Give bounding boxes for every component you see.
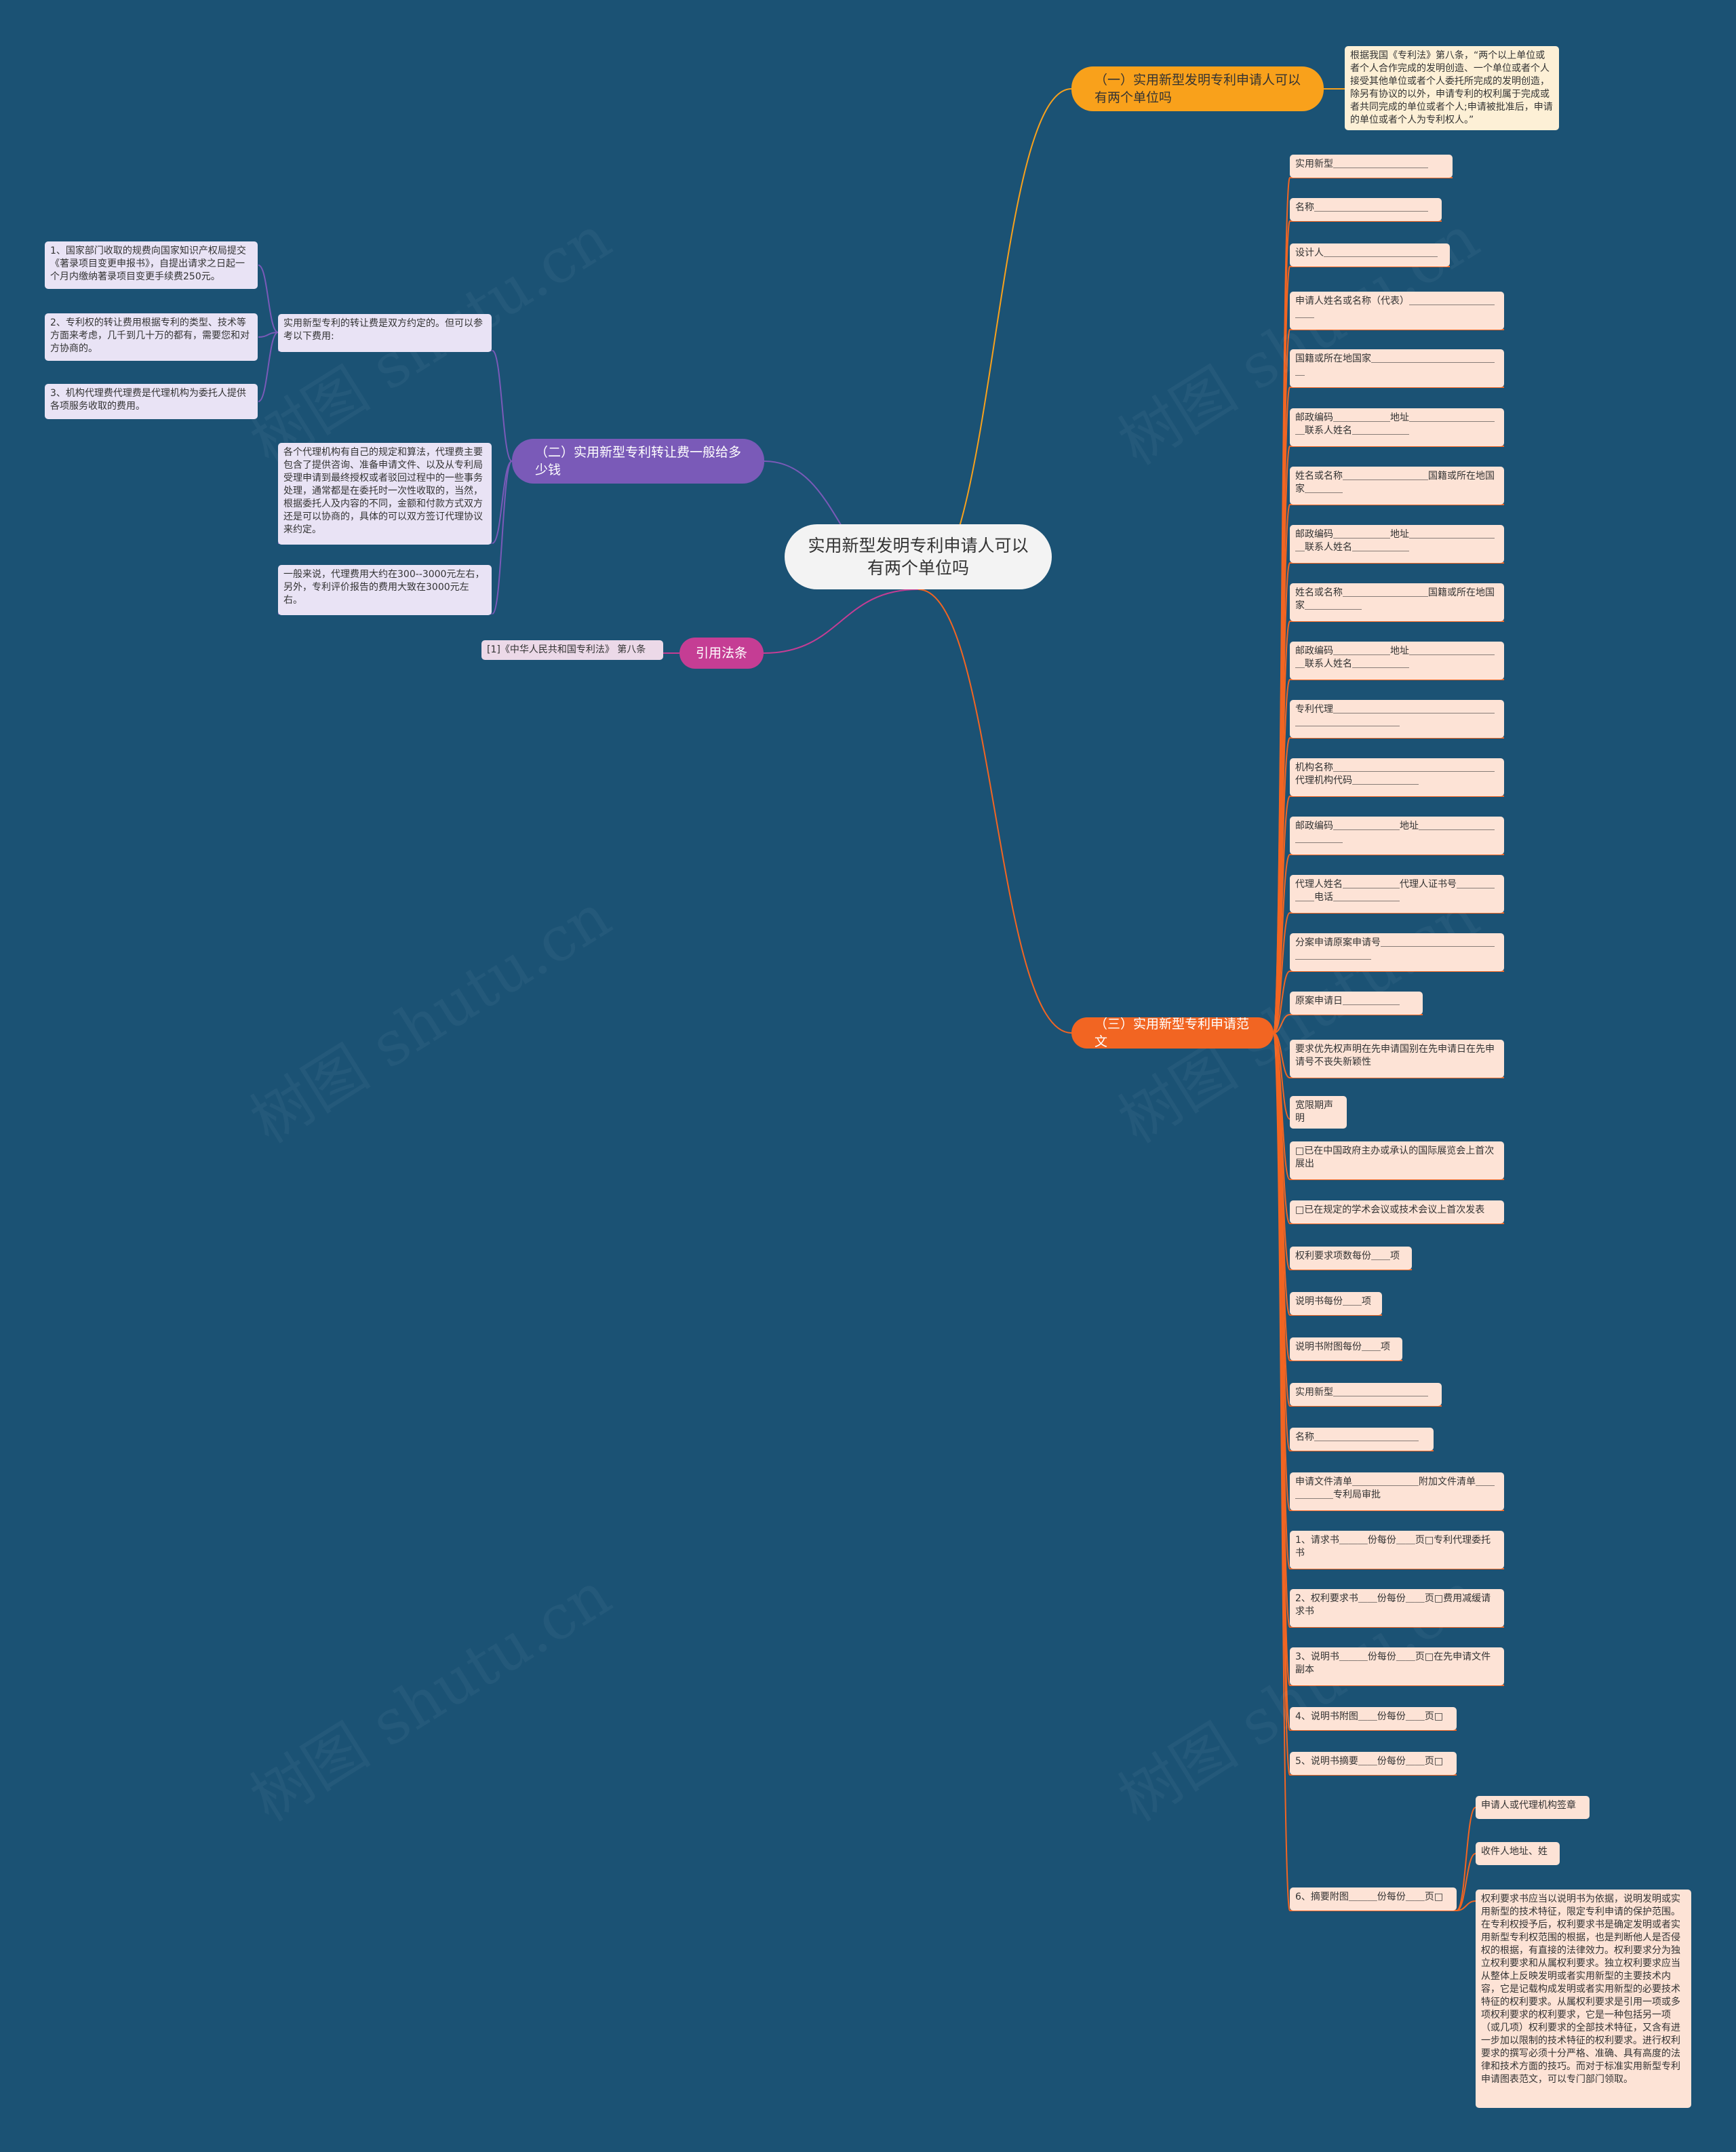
form-field-leaf[interactable]: 国籍或所在地国家＿＿＿＿＿＿＿＿＿＿＿＿＿＿ xyxy=(1290,349,1504,387)
law-citation-leaf[interactable]: [1]《中华人民共和国专利法》 第八条 xyxy=(481,640,663,660)
branch2-to-leaf-line xyxy=(492,350,513,462)
branch-cited-law[interactable]: 引用法条 xyxy=(679,638,764,669)
form-note-leaf[interactable]: 权利要求书应当以说明书为依据，说明发明或实用新型的技术特征，限定专利申请的保护范… xyxy=(1476,1890,1691,2108)
fee-item-leaf[interactable]: 3、机构代理费代理费是代理机构为委托人提供各项服务收取的费用。 xyxy=(45,384,258,419)
root-to-branch4-line xyxy=(918,589,1072,1034)
form-field-leaf[interactable]: 名称＿＿＿＿＿＿＿＿＿＿＿ xyxy=(1290,1428,1434,1451)
transfer-fee-leaf[interactable]: 实用新型专利的转让费是双方约定的。但可以参考以下费用: xyxy=(278,314,492,352)
form-field-leaf[interactable]: 说明书附图每份＿＿项 xyxy=(1290,1337,1402,1361)
branch4-to-leaf-line xyxy=(1273,971,1290,1034)
branch-transfer-fee[interactable]: （二）实用新型专利转让费一般给多少钱 xyxy=(512,439,764,484)
form-field-leaf[interactable]: 分案申请原案申请号＿＿＿＿＿＿＿＿＿＿＿＿＿＿＿＿＿＿＿＿ xyxy=(1290,933,1504,971)
form-note-leaf[interactable]: 收件人地址、姓 xyxy=(1476,1842,1560,1865)
form-field-leaf[interactable]: 权利要求项数每份＿＿项 xyxy=(1290,1247,1412,1270)
branch2-to-leaf-line xyxy=(492,461,513,614)
form-field-leaf[interactable]: 姓名或名称＿＿＿＿＿＿＿＿＿国籍或所在地国家＿＿＿＿＿＿ xyxy=(1290,583,1504,621)
form-field-leaf[interactable]: □已在中国政府主办或承认的国际展览会上首次展出 xyxy=(1290,1141,1504,1179)
form-field-leaf[interactable]: 邮政编码＿＿＿＿＿＿地址＿＿＿＿＿＿＿＿＿＿联系人姓名＿＿＿＿＿＿ xyxy=(1290,525,1504,563)
leaf-to-subleaf-line xyxy=(258,332,279,338)
form-field-leaf[interactable]: 说明书每份＿＿项 xyxy=(1290,1292,1382,1315)
form-field-leaf[interactable]: 邮政编码＿＿＿＿＿＿＿地址＿＿＿＿＿＿＿＿＿＿＿＿＿ xyxy=(1290,817,1504,855)
transfer-fee-leaf[interactable]: 一般来说，代理费用大约在300--3000元左右，另外，专利评价报告的费用大致在… xyxy=(278,565,492,615)
root-topic[interactable]: 实用新型发明专利申请人可以有两个单位吗 xyxy=(785,524,1052,589)
form-field-leaf[interactable]: 原案申请日＿＿＿＿＿＿ xyxy=(1290,992,1423,1015)
form-field-leaf[interactable]: 名称＿＿＿＿＿＿＿＿＿＿＿＿ xyxy=(1290,198,1442,221)
form-field-leaf[interactable]: 2、权利要求书＿＿份每份＿＿页□费用减缓请求书 xyxy=(1290,1589,1504,1627)
form-field-leaf[interactable]: 专利代理＿＿＿＿＿＿＿＿＿＿＿＿＿＿＿＿＿＿＿＿＿＿＿＿＿＿＿＿ xyxy=(1290,700,1504,738)
branch-application-template[interactable]: （三）实用新型专利申请范文 xyxy=(1071,1017,1274,1049)
form-field-leaf[interactable]: 实用新型＿＿＿＿＿＿＿＿＿＿ xyxy=(1290,1383,1442,1406)
form-field-leaf[interactable]: 1、请求书＿＿＿份每份＿＿页□专利代理委托书 xyxy=(1290,1531,1504,1569)
form-field-leaf[interactable]: 邮政编码＿＿＿＿＿＿地址＿＿＿＿＿＿＿＿＿＿联系人姓名＿＿＿＿＿＿ xyxy=(1290,642,1504,680)
leaf-to-subleaf-line xyxy=(258,332,279,402)
form-field-leaf[interactable]: 4、说明书附图＿＿份每份＿＿页□ xyxy=(1290,1707,1457,1730)
fee-item-leaf[interactable]: 1、国家部门收取的规费向国家知识产权局提交《著录项目变更申报书》，自提出请求之日… xyxy=(45,241,258,289)
leaf-to-subleaf-line xyxy=(258,265,279,333)
form-field-leaf[interactable]: 姓名或名称＿＿＿＿＿＿＿＿＿国籍或所在地国家＿＿＿＿ xyxy=(1290,467,1504,505)
transfer-fee-leaf[interactable]: 各个代理机构有自己的规定和算法，代理费主要包含了提供咨询、准备申请文件、以及从专… xyxy=(278,443,492,545)
leaf-to-subleaf-line xyxy=(1456,1900,1476,1911)
form-field-leaf[interactable]: 申请文件清单＿＿＿＿＿＿＿附加文件清单＿＿＿＿＿＿专利局审批 xyxy=(1290,1472,1504,1510)
form-field-leaf[interactable]: 宽限期声明 xyxy=(1290,1096,1347,1129)
fee-item-leaf[interactable]: 2、专利权的转让费用根据专利的类型、技术等方面来考虑，几千到几十万的都有，需要您… xyxy=(45,313,258,361)
form-field-leaf[interactable]: 6、摘要附图＿＿＿份每份＿＿页□ xyxy=(1290,1887,1457,1911)
form-field-leaf[interactable]: 要求优先权声明在先申请国别在先申请日在先申请号不丧失新颖性 xyxy=(1290,1040,1504,1078)
form-field-leaf[interactable]: 代理人姓名＿＿＿＿＿＿代理人证书号＿＿＿＿＿＿电话＿＿＿＿＿＿＿ xyxy=(1290,875,1504,913)
form-note-leaf[interactable]: 申请人或代理机构签章 xyxy=(1476,1796,1590,1819)
root-to-branch1-line xyxy=(918,88,1072,590)
leaf-to-subleaf-line xyxy=(1456,1807,1476,1911)
form-field-leaf[interactable]: 3、说明书＿＿＿份每份＿＿页□在先申请文件副本 xyxy=(1290,1647,1504,1685)
root-to-branch3-line xyxy=(763,589,919,654)
branch4-to-leaf-line xyxy=(1273,912,1290,1034)
form-field-leaf[interactable]: 申请人姓名或名称（代表）＿＿＿＿＿＿＿＿＿＿＿ xyxy=(1290,292,1504,330)
branch4-to-leaf-line xyxy=(1273,1014,1290,1034)
leaf-to-subleaf-line xyxy=(1456,1853,1476,1911)
form-field-leaf[interactable]: 5、说明书摘要＿＿份每份＿＿页□ xyxy=(1290,1752,1457,1775)
form-field-leaf[interactable]: 实用新型＿＿＿＿＿＿＿＿＿＿ xyxy=(1290,155,1453,178)
branch2-to-leaf-line xyxy=(492,461,513,544)
law-explanation-leaf[interactable]: 根据我国《专利法》第八条，“两个以上单位或者个人合作完成的发明创造、一个单位或者… xyxy=(1345,46,1559,130)
form-field-leaf[interactable]: 邮政编码＿＿＿＿＿＿地址＿＿＿＿＿＿＿＿＿＿联系人姓名＿＿＿＿＿＿ xyxy=(1290,408,1504,446)
form-field-leaf[interactable]: 机构名称＿＿＿＿＿＿＿＿＿＿＿＿＿＿＿＿＿代理机构代码＿＿＿＿＿＿＿ xyxy=(1290,758,1504,796)
form-field-leaf[interactable]: □已在规定的学术会议或技术会议上首次发表 xyxy=(1290,1200,1504,1224)
branch4-to-leaf-line xyxy=(1273,1032,1290,1911)
form-field-leaf[interactable]: 设计人＿＿＿＿＿＿＿＿＿＿＿＿ xyxy=(1290,243,1450,267)
branch-applicant-units[interactable]: （一）实用新型发明专利申请人可以有两个单位吗 xyxy=(1071,66,1324,111)
